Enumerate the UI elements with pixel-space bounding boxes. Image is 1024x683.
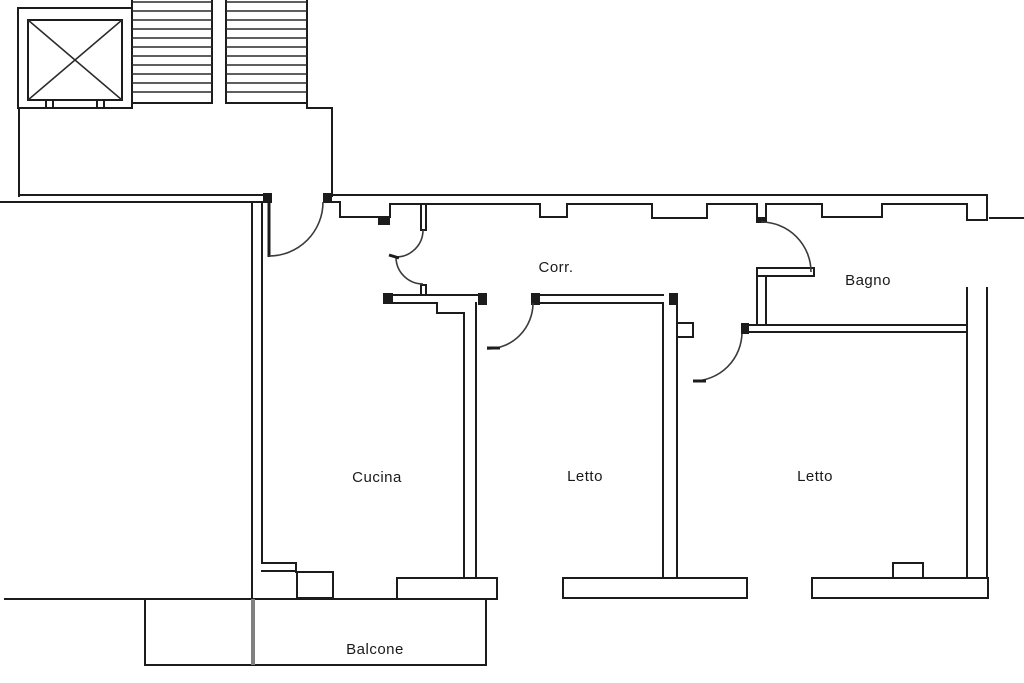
bedroom-left-door	[486, 302, 534, 350]
right-exterior-wall	[966, 287, 988, 579]
bottom-windows	[4, 562, 989, 600]
elevator-door-jamb-right	[96, 99, 105, 109]
stairs-flight-1-outline	[131, 0, 213, 104]
label-bedroom-right: Letto	[797, 468, 833, 485]
entrance-door	[267, 201, 324, 257]
label-bedroom-left: Letto	[567, 468, 603, 485]
elevator-shaft	[17, 7, 133, 109]
balcony-outline	[144, 598, 487, 666]
bathroom-west-wall	[756, 275, 767, 326]
bedroom-left-window-sill	[562, 577, 748, 599]
bedroom-right-door-arc	[692, 331, 743, 382]
divider-bedrooms	[662, 302, 694, 579]
bedroom-left-door-arc	[486, 302, 534, 350]
corridor-wall-east-cap	[669, 293, 678, 305]
divider-c-notch	[676, 322, 694, 338]
bathroom-walls	[741, 203, 968, 334]
elevator-cab-box	[27, 19, 123, 101]
stair-landing-right-wall	[306, 102, 333, 197]
elevator-x-diagonal-2	[27, 19, 123, 101]
right-wall-lower	[966, 287, 988, 579]
bathroom-door-leaf	[756, 267, 815, 277]
entrance-jamb-right	[323, 193, 332, 203]
bedroom-right-window-sill	[811, 577, 989, 599]
stairs-flight-2-treads	[226, 1, 307, 93]
window-pier-corridor	[539, 203, 568, 218]
corridor-wall-west	[384, 294, 479, 314]
top-right-corner	[966, 194, 988, 221]
kitchen-corner-step	[261, 562, 297, 573]
corridor-wall-east	[535, 294, 664, 304]
stairs-flight-2-outline	[225, 0, 308, 104]
bathroom-door-arc	[760, 221, 812, 273]
double-door-stub-top	[420, 203, 427, 231]
bedroom-left-door-jamb-right	[531, 293, 540, 305]
double-door-pivot-tick	[388, 253, 400, 260]
top-exterior-wall	[0, 193, 1024, 225]
entrance-jamb-left	[263, 193, 272, 203]
entrance-door-arc	[268, 201, 324, 257]
room-labels: Corr. Bagno Cucina Letto Letto Balcone	[346, 259, 891, 658]
bedroom-right-door-jamb	[741, 323, 749, 334]
bathroom-south-wall	[742, 324, 968, 333]
label-corridor: Corr.	[538, 259, 573, 276]
kitchen-small-window-sill	[296, 571, 334, 599]
double-door-arc-upper	[395, 229, 424, 258]
label-bathroom: Bagno	[845, 272, 891, 289]
window-pier-mid	[651, 203, 708, 219]
balcony	[144, 598, 487, 666]
bedroom-right-sill-notch	[892, 562, 924, 579]
double-door-arc-lower	[395, 256, 424, 285]
stairs-flight-1-treads	[132, 1, 212, 93]
window-pier-bathroom	[821, 203, 883, 218]
corridor-double-door	[388, 203, 427, 296]
kitchen-window-sill	[396, 577, 498, 600]
stairs	[131, 0, 333, 197]
bedroom-right-door	[692, 331, 743, 383]
corridor-wall-west-cap	[383, 293, 393, 304]
pier-end-cap	[378, 217, 390, 225]
divider-kitchen-bedroom	[463, 302, 477, 579]
corridor-south-wall	[383, 293, 678, 314]
double-door-stub-bottom	[420, 284, 427, 296]
label-kitchen: Cucina	[352, 469, 402, 486]
label-balcony: Balcone	[346, 641, 404, 658]
left-exterior-wall	[251, 201, 297, 600]
elevator-door-jamb-left	[45, 99, 54, 109]
bedroom-left-door-jamb-left	[478, 293, 487, 305]
bathroom-door-stub-cap	[756, 217, 767, 223]
